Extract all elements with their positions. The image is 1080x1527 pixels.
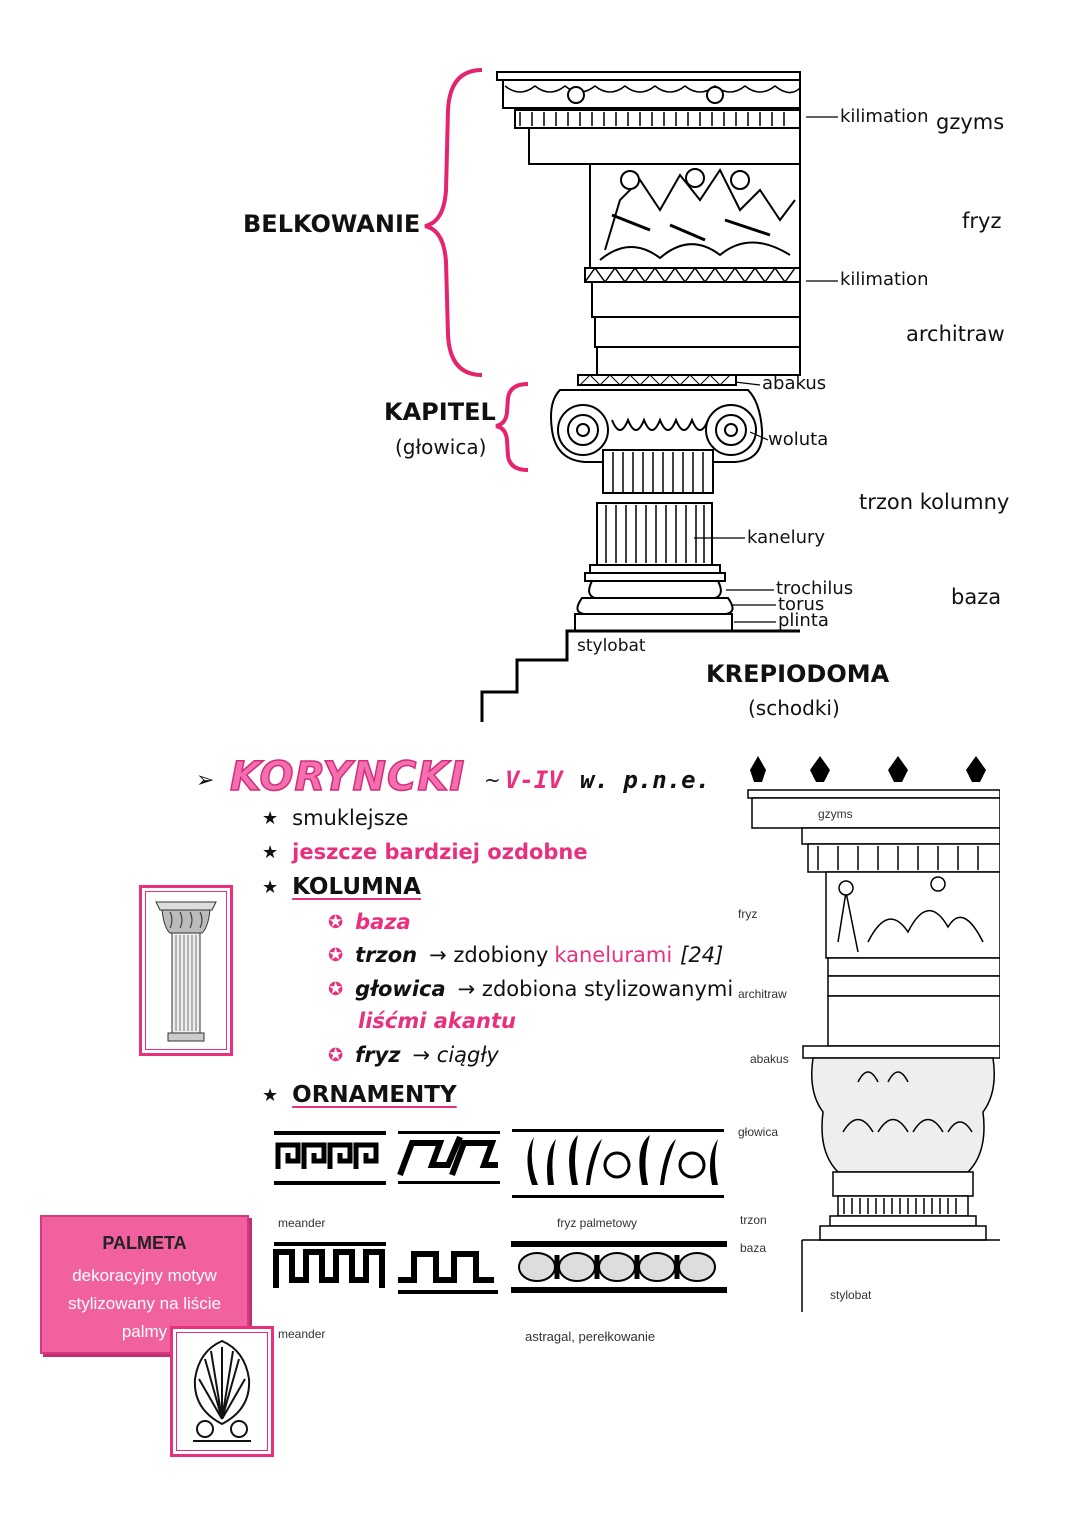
ionic-diagram: BELKOWANIE KAPITEL (głowica) KREPIODOMA … [0,0,1080,735]
kapitel-label: KAPITEL [384,398,496,426]
sub-item-trzon: ✪ trzon → zdobiony kanelurami [24] [328,943,724,967]
era-pink: V-IV [505,766,563,794]
kapitel-brace [495,382,529,472]
krepiodoma-label: KREPIODOMA [706,660,890,688]
kilimation-band [584,266,801,284]
flower-icon: ✪ [328,978,344,1000]
corinthian-diagram: gzyms fryz architraw abakus głowica trzo… [738,752,1000,1317]
meander-ornament [273,1242,386,1288]
caption-astragal: astragal, perełkowanie [525,1329,656,1344]
sub-item-glowica-cont: liśćmi akantu [358,1009,516,1033]
star-icon: ★ [262,841,279,863]
korynckie-title: KORYNCKI [229,754,466,800]
caption-meander-1: meander [278,1216,326,1230]
flower-icon: ✪ [328,1044,344,1066]
cor-label-architraw: architraw [738,987,787,1001]
palmette-photo [170,1326,274,1457]
frieze-relief [589,163,801,269]
label-architraw: architraw [906,322,1005,346]
column-shaft [596,449,714,566]
cor-label-abakus: abakus [750,1052,789,1066]
cor-label-stylobat: stylobat [830,1288,872,1302]
list-item: ★ jeszcze bardziej ozdobne [262,840,588,864]
section-bullet: ➢ [196,768,215,793]
list-item: ★ smuklejsze [262,806,409,830]
label-kanelury: kanelury [747,527,826,548]
palmeta-title: PALMETA [102,1233,187,1253]
palmette-icon [193,1339,251,1442]
column-icon [155,901,217,1042]
astragal-ornament [511,1241,727,1293]
label-torus: torus [778,594,825,615]
label-trzon-kolumny: trzon kolumny [859,490,1010,514]
label-woluta: woluta [768,429,829,450]
label-stylobat: stylobat [577,636,646,656]
corinthian-column-photo [139,885,233,1056]
ionic-capital [550,374,764,463]
label-gzyms: gzyms [936,110,1005,134]
label-fryz: fryz [962,209,1002,233]
architrave [591,281,801,376]
krepiodoma-steps [480,629,800,722]
caption-meander-2: meander [278,1327,326,1341]
cor-label-trzon: trzon [740,1213,767,1227]
ornament-strip-top [274,1129,724,1198]
caption-palmetowy: fryz palmetowy [557,1216,638,1230]
krepiodoma-sublabel: (schodki) [748,696,840,720]
cor-label-glowica: głowica [738,1125,779,1139]
sub-item-glowica: ✪ głowica → zdobiona stylizowanymi [328,977,734,1001]
label-abakus: abakus [762,373,827,394]
sub-item-fryz: ✪ fryz → ciągły [328,1043,499,1067]
key-ornament [398,1251,498,1294]
cor-label-baza: baza [740,1241,767,1255]
label-baza: baza [951,585,1002,609]
era-text: w. p.n.e. [580,766,711,794]
flower-icon: ✪ [328,944,344,966]
label-kilimation-top: kilimation [840,106,929,127]
corinthian-column-drawing [747,756,1000,1312]
flower-icon: ✪ [328,911,344,933]
leader-lines [694,116,838,623]
list-item: ★ ORNAMENTY [262,1082,457,1108]
sub-item-baza: ✪ baza [328,910,411,934]
label-plinta: plinta [778,610,829,631]
palmette-frieze-ornament [512,1129,724,1198]
column-base [574,564,734,632]
cor-label-gzyms: gzyms [818,807,853,821]
ornament-strip-bottom [273,1241,727,1294]
star-icon: ★ [262,807,279,829]
belkowanie-brace [424,68,483,377]
ionic-column-drawing [424,68,838,722]
era-tilde: ~ [484,768,501,792]
kapitel-sublabel: (głowica) [395,435,487,459]
star-icon: ★ [262,876,279,898]
cor-label-fryz: fryz [738,907,758,921]
list-item: ★ KOLUMNA [262,874,421,900]
wave-ornament [397,1131,500,1184]
star-icon: ★ [262,1084,279,1106]
label-trochilus: trochilus [776,578,854,599]
cornice [496,71,801,165]
label-kilimation-mid: kilimation [840,269,929,290]
belkowanie-label: BELKOWANIE [243,210,421,238]
palmeta-description: dekoracyjny motyw stylizowany na liście … [67,1266,222,1341]
meander-ornament [274,1131,386,1185]
